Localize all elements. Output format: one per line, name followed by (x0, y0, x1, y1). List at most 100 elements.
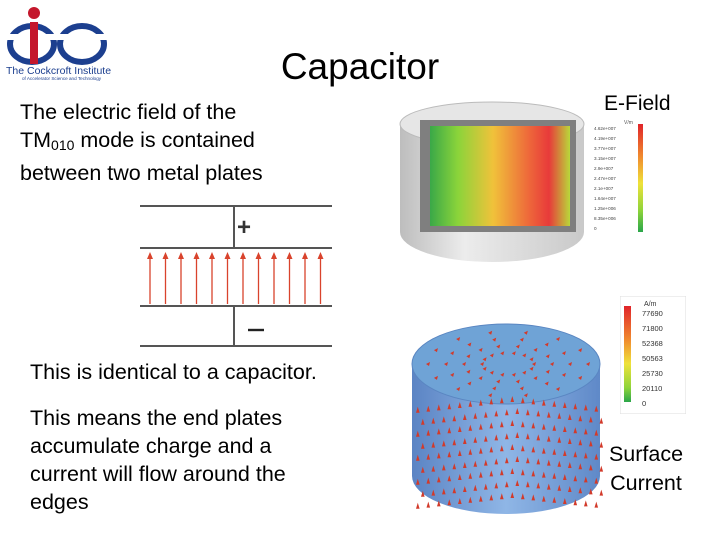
current-arrow (578, 415, 583, 422)
current-arrow (555, 336, 560, 341)
identical-text: This is identical to a capacitor. (30, 360, 317, 384)
current-arrow (586, 362, 590, 366)
current-arrow (494, 434, 499, 441)
efield-cavity-image (399, 101, 585, 262)
current-arrow (511, 351, 516, 356)
efield-label: E-Field (604, 92, 671, 115)
cylinder-top (411, 323, 601, 405)
current-arrow (578, 487, 583, 494)
current-arrow (466, 354, 471, 359)
current-arrow (458, 474, 462, 480)
current-arrow (447, 499, 452, 506)
current-arrow (521, 469, 525, 476)
current-arrow (594, 429, 599, 436)
current-arrow (494, 410, 499, 417)
current-arrow (536, 482, 541, 489)
current-arrow (452, 415, 457, 422)
current-arrow (542, 399, 546, 406)
current-arrow (489, 494, 494, 501)
current-arrow (599, 441, 604, 448)
current-arrow (599, 489, 604, 496)
current-arrow (584, 476, 588, 483)
current-arrow (515, 480, 520, 486)
efield-colorbar-tick: 4.19e+007 (594, 136, 616, 141)
current-arrow (578, 348, 583, 353)
current-arrow (515, 432, 520, 438)
intro-prefix: The electric field of the (20, 100, 237, 124)
current-arrow (433, 348, 438, 353)
current-arrow (468, 472, 473, 479)
current-arrow (594, 405, 599, 412)
current-arrow (500, 372, 505, 377)
current-arrow (479, 423, 483, 430)
current-arrow (452, 487, 457, 494)
current-arrow (489, 353, 494, 358)
current-arrow (421, 442, 425, 449)
current-arrow (500, 397, 504, 404)
current-arrow (473, 412, 478, 419)
current-arrow (426, 477, 431, 484)
current-arrow (437, 500, 441, 507)
mode-subscript: 010 (51, 137, 75, 153)
current-arrow (500, 493, 504, 500)
current-arrow (505, 481, 509, 488)
current-arrow (544, 342, 549, 347)
current-arrow (447, 427, 452, 434)
current-arrow (510, 492, 515, 498)
efield-colorbar-tick: 2.47e+007 (594, 176, 616, 181)
efield-colorbar-tick: 2.1e+007 (594, 186, 614, 191)
current-arrows (416, 330, 604, 509)
current-arrow (522, 353, 527, 358)
current-arrow (550, 362, 554, 366)
current-arrow (473, 484, 478, 491)
current-arrow (463, 486, 467, 492)
current-arrow (489, 370, 494, 375)
field-arrow (178, 252, 184, 304)
field-arrow (240, 252, 246, 304)
current-arrow (561, 372, 566, 377)
current-arrow (599, 417, 604, 424)
field-arrow (224, 252, 231, 304)
current-arrow (484, 459, 488, 466)
current-arrow (500, 421, 504, 428)
intro-text: The electric field of the TM010 mode is … (20, 98, 310, 187)
current-arrow (594, 453, 599, 460)
current-arrow (416, 478, 420, 485)
current-arrow (484, 411, 488, 418)
current-arrow (584, 404, 588, 411)
efield-color-map (430, 126, 570, 226)
current-arrow (500, 351, 505, 356)
current-arrow (521, 445, 525, 452)
current-arrow (526, 433, 530, 440)
current-arrow (584, 428, 588, 435)
plus-sign: + (237, 214, 251, 241)
surface-colorbar-tick: 0 (642, 399, 646, 408)
current-arrow (521, 421, 525, 428)
current-arrow (568, 414, 572, 420)
current-arrow (466, 369, 471, 374)
current-arrow (568, 438, 572, 444)
current-arrow (444, 362, 448, 366)
surface-colorbar-unit: A/m (644, 301, 657, 308)
current-arrow (531, 398, 536, 405)
current-arrow (578, 439, 583, 446)
surface-colorbar-tick: 25730 (642, 369, 663, 378)
current-arrow (489, 398, 494, 405)
current-arrow (500, 445, 504, 452)
current-arrow (536, 458, 541, 465)
current-arrow (447, 475, 452, 482)
current-arrow (510, 468, 515, 474)
current-arrow (523, 330, 528, 335)
current-arrow (484, 483, 488, 490)
current-arrow (442, 440, 446, 447)
current-arrow (431, 465, 436, 472)
current-arrow (452, 439, 457, 446)
current-arrow (494, 458, 499, 465)
current-arrow (545, 369, 550, 374)
current-arrow (421, 490, 425, 497)
current-arrow (463, 462, 467, 468)
current-arrow (531, 470, 536, 477)
current-arrow (492, 337, 497, 342)
current-arrow (547, 435, 551, 442)
current-arrow (533, 347, 538, 352)
